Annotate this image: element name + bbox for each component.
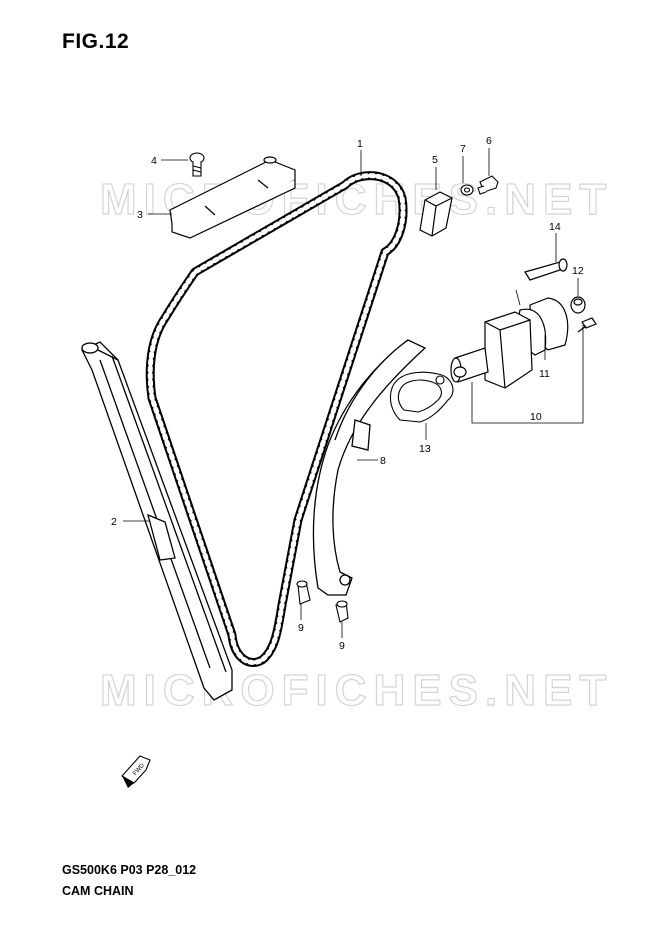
- figure-code: GS500K6 P03 P28_012: [62, 863, 197, 877]
- callout-13: 13: [419, 443, 431, 455]
- fwd-arrow-icon: FWD: [121, 755, 151, 788]
- callout-6: 6: [486, 135, 492, 147]
- chain-guide: [169, 156, 296, 239]
- cap-part-9a: [296, 580, 311, 605]
- callout-2: 2: [111, 516, 117, 528]
- tensioner-guide-part-2: [81, 341, 233, 701]
- chain-guide-part-8: [312, 339, 427, 596]
- figure-title: FIG.12: [62, 30, 130, 53]
- callout-9a: 9: [298, 622, 304, 634]
- callout-3: 3: [137, 209, 143, 221]
- callout-7: 7: [460, 143, 466, 155]
- callout-14: 14: [549, 221, 561, 233]
- callout-9b: 9: [339, 640, 345, 652]
- bolt-part-4: [189, 152, 205, 177]
- cam-chain: [145, 171, 408, 667]
- leader-lines: [123, 148, 584, 638]
- washer-part-7: [460, 184, 474, 196]
- figure-name: CAM CHAIN: [62, 884, 134, 898]
- callout-12: 12: [572, 265, 584, 277]
- watermark-bottom: MICROFICHES.NET: [99, 665, 614, 715]
- tensioner-adjuster-assembly: [450, 258, 597, 389]
- callout-8: 8: [380, 455, 386, 467]
- gasket-part-13: [389, 371, 454, 423]
- callout-4: 4: [151, 155, 157, 167]
- cap-part-9b: [335, 600, 349, 623]
- guide-insert-part-5: [419, 191, 453, 237]
- callouts: 1 2 3 4 5 6 7 8 9 9 10 11 12 13 14: [111, 135, 584, 652]
- callout-10: 10: [530, 411, 542, 423]
- callout-1: 1: [357, 138, 363, 150]
- bolt-part-6: [477, 175, 499, 195]
- callout-5: 5: [432, 154, 438, 166]
- callout-11: 11: [539, 368, 550, 380]
